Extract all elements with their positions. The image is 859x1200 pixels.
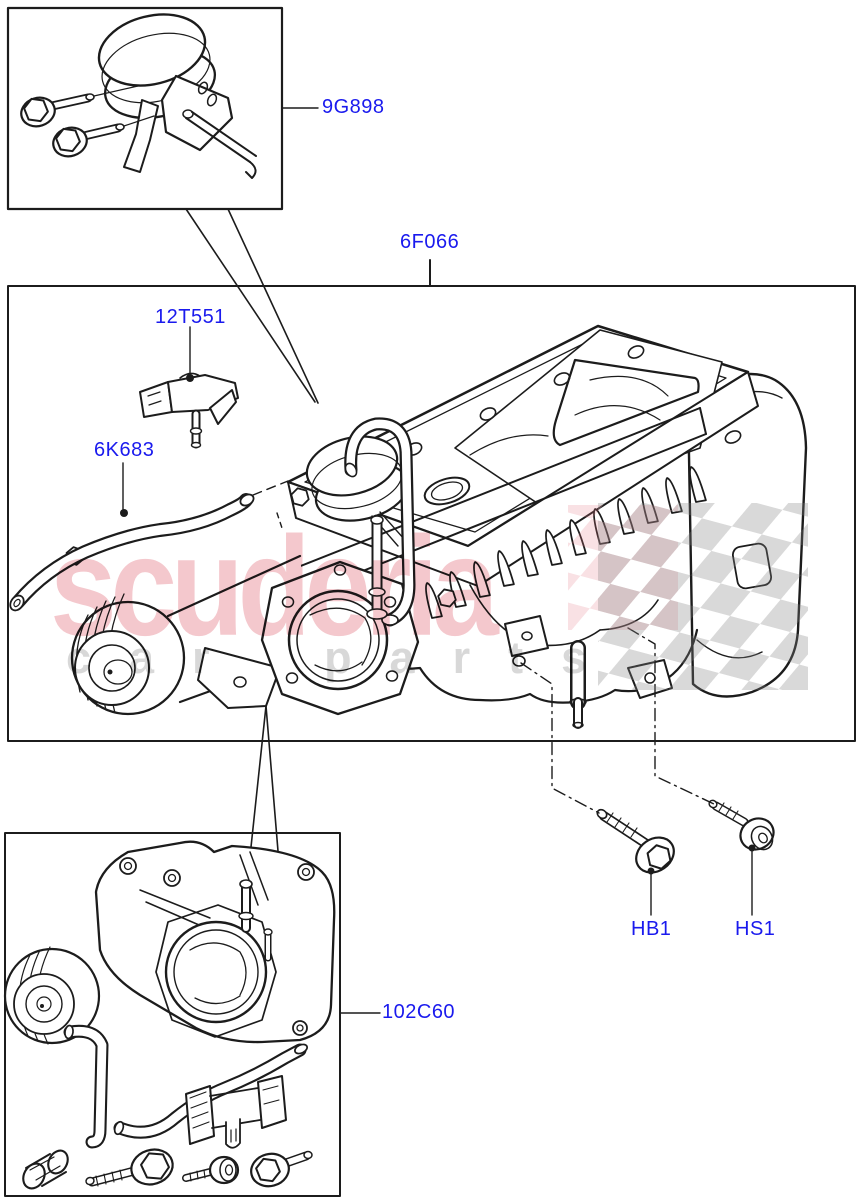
part-label-hs1[interactable]: HS1 xyxy=(735,918,776,940)
map-sensor-drawing xyxy=(139,372,239,449)
part-label-6k683[interactable]: 6K683 xyxy=(94,439,155,461)
part-label-102c60[interactable]: 102C60 xyxy=(382,1001,456,1023)
bolt-hs1-drawing xyxy=(708,799,775,851)
checkered-flag-watermark xyxy=(568,503,808,690)
part-label-12t551[interactable]: 12T551 xyxy=(155,306,226,328)
main-frame-supercharger xyxy=(7,285,856,742)
watermark-subtitle: car parts xyxy=(66,632,625,683)
bolt-hb1-drawing xyxy=(596,808,675,874)
actuator-drawing xyxy=(20,13,257,179)
part-label-9g898[interactable]: 9G898 xyxy=(322,96,385,118)
watermark-brand: scuderia xyxy=(50,506,499,665)
inset-frame-housing xyxy=(4,832,341,1197)
vacuum-hose-drawing xyxy=(9,480,289,612)
leader-lines xyxy=(120,107,756,1014)
part-label-6f066[interactable]: 6F066 xyxy=(400,231,460,253)
front-housing-drawing xyxy=(3,840,336,1190)
part-label-hb1[interactable]: HB1 xyxy=(631,918,672,940)
